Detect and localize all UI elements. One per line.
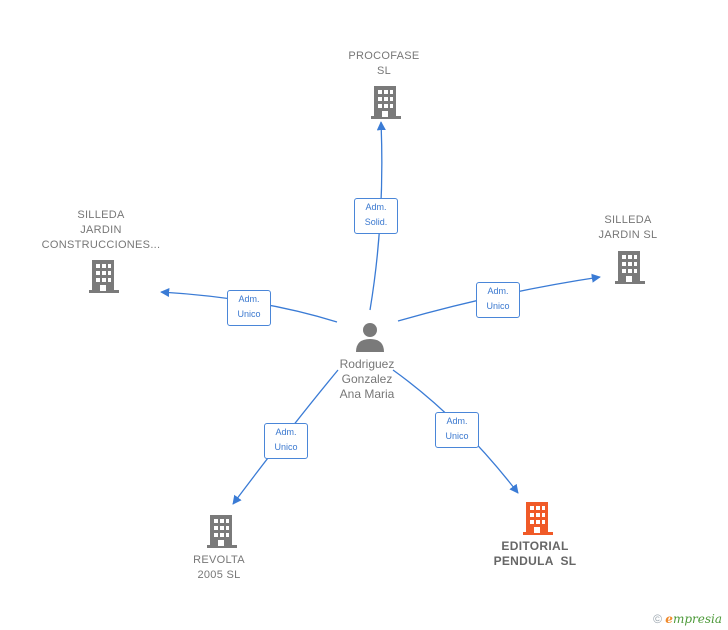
edge-label-revolta[interactable]: Adm. Unico	[264, 423, 308, 459]
node-label-procofase[interactable]: PROCOFASE SL	[334, 49, 434, 79]
node-name-line: JARDIN SL	[598, 229, 658, 241]
edge-label-line: Unico	[486, 301, 510, 311]
edge-label-line: Adm.	[487, 286, 509, 296]
node-label-silleda-jardin-sl[interactable]: SILLEDA JARDIN SL	[578, 213, 678, 243]
person-name-line: Gonzalez	[341, 372, 393, 386]
edge-label-line: Unico	[445, 431, 469, 441]
person-name-line: Ana Maria	[339, 387, 395, 401]
node-name-line: JARDIN	[80, 224, 122, 236]
building-icon[interactable]	[614, 249, 646, 285]
edge-label-line: Solid.	[364, 217, 388, 227]
node-name-line: SILLEDA	[77, 209, 125, 221]
person-icon[interactable]	[355, 321, 385, 353]
edge-label-silleda-jardin-sl[interactable]: Adm. Unico	[476, 282, 520, 318]
node-label-editorial-pendula[interactable]: EDITORIAL PENDULA SL	[475, 539, 595, 569]
edge-label-line: Adm.	[446, 416, 468, 426]
edge-label-procofase[interactable]: Adm. Solid.	[354, 198, 398, 234]
node-name-line: 2005 SL	[197, 569, 241, 581]
edge-label-line: Adm.	[365, 202, 387, 212]
edge-label-line: Unico	[274, 442, 298, 452]
building-icon[interactable]	[88, 258, 120, 294]
node-name-line: PENDULA SL	[493, 554, 577, 568]
node-name-line: SILLEDA	[604, 214, 652, 226]
building-icon[interactable]	[522, 500, 554, 536]
node-name-line: CONSTRUCCIONES...	[41, 239, 161, 251]
brand-initial: e	[665, 612, 673, 626]
edge-label-silleda-jardin-construcciones[interactable]: Adm. Unico	[227, 290, 271, 326]
person-name-line: Rodriguez	[339, 357, 395, 371]
node-label-person[interactable]: Rodriguez Gonzalez Ana Maria	[317, 357, 417, 402]
edge-label-editorial-pendula[interactable]: Adm. Unico	[435, 412, 479, 448]
building-icon[interactable]	[370, 84, 402, 120]
edge-label-line: Unico	[237, 309, 261, 319]
brand-name: mpresia	[672, 612, 722, 626]
edge-label-line: Adm.	[275, 427, 297, 437]
node-name-line: PROCOFASE	[348, 50, 420, 62]
node-name-line: SL	[376, 65, 392, 77]
copyright-symbol: ©	[653, 612, 662, 626]
node-name-line: EDITORIAL	[501, 539, 569, 553]
node-name-line: REVOLTA	[193, 554, 245, 566]
node-label-revolta[interactable]: REVOLTA 2005 SL	[169, 553, 269, 583]
node-label-silleda-jardin-construcciones[interactable]: SILLEDA JARDIN CONSTRUCCIONES...	[31, 208, 171, 253]
edge-label-line: Adm.	[238, 294, 260, 304]
building-icon[interactable]	[206, 513, 238, 549]
brand-logo: © empresia	[653, 612, 722, 626]
